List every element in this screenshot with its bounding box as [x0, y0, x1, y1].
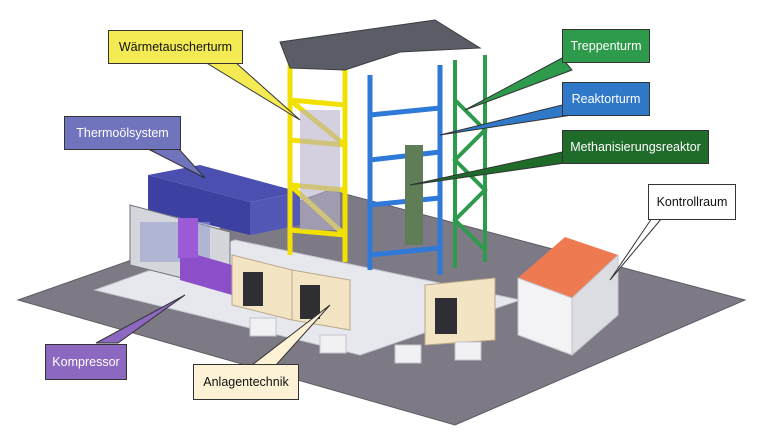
label-kontrollraum: Kontrollraum — [648, 184, 736, 220]
compressor-body — [180, 250, 232, 295]
support-foot-4 — [454, 341, 482, 361]
support-foot-3 — [394, 344, 422, 364]
control-room-roof — [518, 237, 618, 298]
control-room-side — [571, 253, 619, 357]
label-kompressor: Kompressor — [45, 344, 127, 380]
module-door-1 — [243, 272, 263, 306]
thermooil-container-top — [148, 165, 300, 202]
label-treppenturm: Treppenturm — [562, 29, 650, 63]
module-door-2 — [300, 285, 320, 319]
module-door-3 — [435, 298, 457, 334]
support-foot-2 — [319, 334, 347, 354]
pointer-lines — [95, 57, 664, 366]
reactor-vessel — [405, 145, 423, 245]
compressor-stack — [178, 218, 198, 258]
label-methanisierungsreaktor: Methanisierungsreaktor — [562, 130, 709, 164]
label-reaktorturm: Reaktorturm — [562, 82, 650, 116]
support-foot-1 — [249, 317, 277, 337]
thermooil-container-front — [148, 175, 250, 235]
heat-exchanger-internals — [300, 110, 340, 230]
label-thermoelsystem: Thermoölsystem — [64, 116, 181, 150]
label-waermetauscherturm: Wärmetauscherturm — [108, 30, 243, 64]
label-anlagentechnik: Anlagentechnik — [193, 364, 299, 400]
tower-roof — [279, 19, 482, 71]
